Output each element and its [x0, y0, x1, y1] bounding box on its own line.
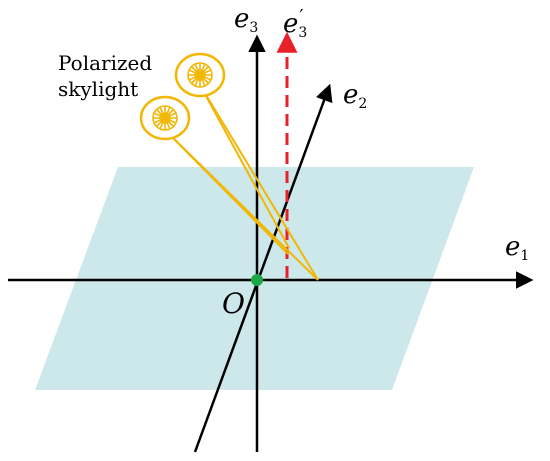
- skylight-caption-line1: Polarized: [58, 51, 153, 75]
- e3-prime-label-sub: 3: [298, 25, 308, 41]
- e1-label-base: e: [505, 232, 521, 262]
- e1-label: e1: [505, 232, 529, 271]
- e2-label-base: e: [343, 80, 359, 110]
- e3-label-base: e: [234, 4, 250, 34]
- e3-label: e3: [234, 4, 258, 43]
- e1-label-sub: 1: [520, 248, 530, 264]
- skylight-emitter-upper: [174, 52, 226, 98]
- e3-prime-label: e3′: [283, 2, 307, 48]
- skylight-rays: [167, 84, 319, 281]
- skylight-caption: Polarized skylight: [58, 50, 152, 102]
- skylight-emitter-lower: [139, 95, 191, 141]
- origin-label: O: [222, 287, 245, 320]
- e2-label-sub: 2: [358, 96, 368, 112]
- skylight-caption-line2: skylight: [58, 77, 139, 101]
- e2-label: e2: [343, 80, 367, 119]
- e3-prime-label-prime: ′: [299, 6, 304, 27]
- e3-prime-label-base: e: [283, 9, 299, 39]
- origin-point: [251, 274, 263, 286]
- e2-axis: [193, 83, 333, 453]
- e3-label-sub: 3: [249, 20, 259, 36]
